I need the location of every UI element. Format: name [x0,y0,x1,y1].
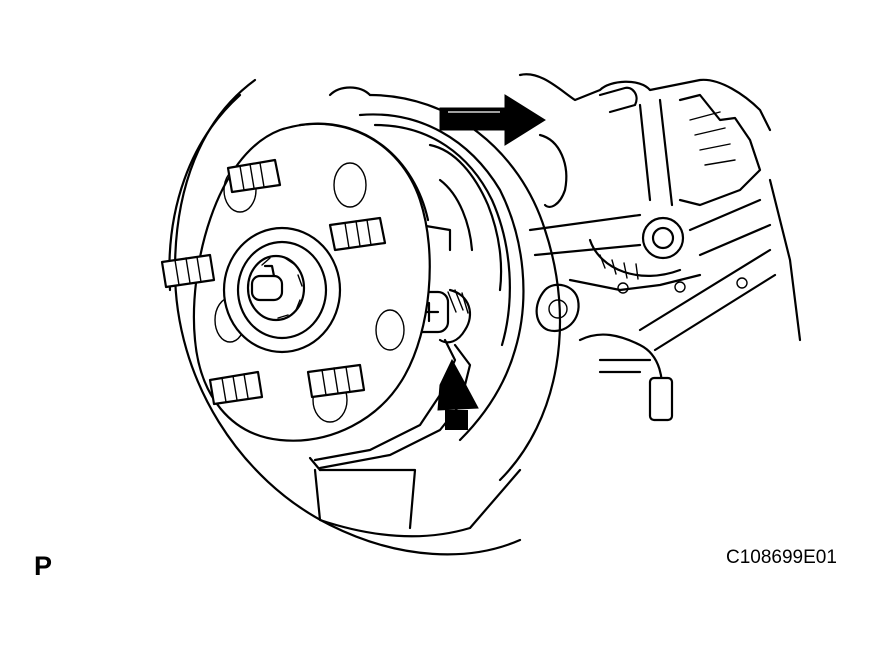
bushing-inner [651,226,675,250]
axle-hub [222,226,342,354]
arrow-up-icon [437,358,479,430]
wheel-stud-1 [226,158,282,194]
reference-code: C108699E01 [726,547,837,568]
brake-shoe [358,113,525,442]
suspension-linkage [518,73,802,422]
view-marker: P [34,551,53,581]
wheel-stud-5 [306,363,366,399]
wheel-stud-4 [208,370,264,406]
arrow-right-icon [439,94,546,146]
bracket-bolt [648,376,674,422]
wheel-stud-3 [160,253,216,289]
wheel-stud-2 [328,216,387,252]
